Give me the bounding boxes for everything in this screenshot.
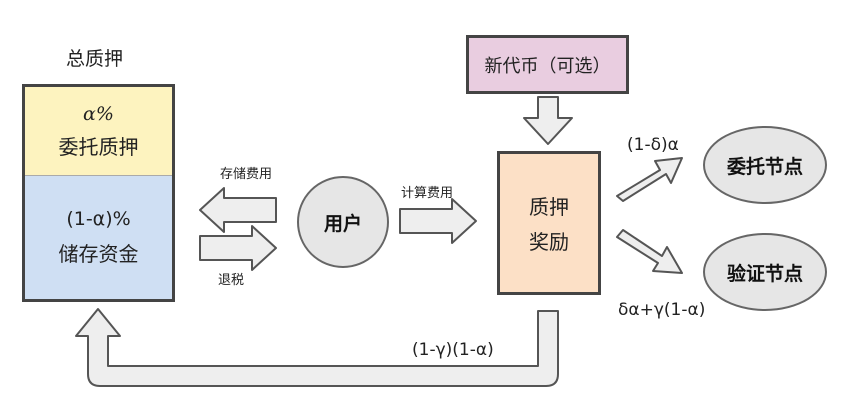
user-node: 用户: [297, 176, 389, 268]
refund-arrow: [199, 225, 277, 271]
new-token-label: 新代币（可选）: [484, 55, 611, 77]
delegate-node: 委托节点: [703, 126, 827, 204]
refund-label: 退税: [218, 273, 245, 288]
new-token-down-arrow: [523, 96, 573, 145]
storage-fee-arrow: [199, 187, 277, 233]
to-delegate-arrow: [616, 157, 683, 202]
delegated-label: 委托质押: [58, 134, 139, 159]
bottom-ratio-label: (1-γ)(1-α): [412, 340, 494, 360]
to-validator-arrow: [616, 229, 683, 274]
stake-column: α% 委托质押 (1-α)% 储存资金: [22, 84, 175, 302]
storage-percent: (1-α)%: [66, 208, 131, 230]
new-token-box: 新代币（可选）: [466, 35, 629, 94]
compute-fee-label: 计算费用: [401, 186, 454, 201]
validator-ratio-label: δα+γ(1-α): [618, 300, 706, 320]
storage-label: 储存资金: [58, 242, 139, 266]
delegated-percent: α%: [83, 102, 114, 125]
return-arrow: [75, 308, 559, 387]
delegated-stake-section: α% 委托质押: [25, 87, 172, 176]
reward-line1: 质押: [529, 195, 569, 219]
validator-node: 验证节点: [703, 233, 827, 311]
total-stake-title: 总质押: [66, 48, 124, 70]
reward-line2: 奖励: [529, 230, 569, 254]
storage-fee-label: 存储费用: [220, 167, 273, 182]
stake-reward-box: 质押 奖励: [497, 151, 601, 295]
compute-fee-arrow: [399, 198, 477, 244]
storage-funds-section: (1-α)% 储存资金: [25, 176, 172, 299]
delegate-ratio-label: (1-δ)α: [627, 135, 679, 155]
